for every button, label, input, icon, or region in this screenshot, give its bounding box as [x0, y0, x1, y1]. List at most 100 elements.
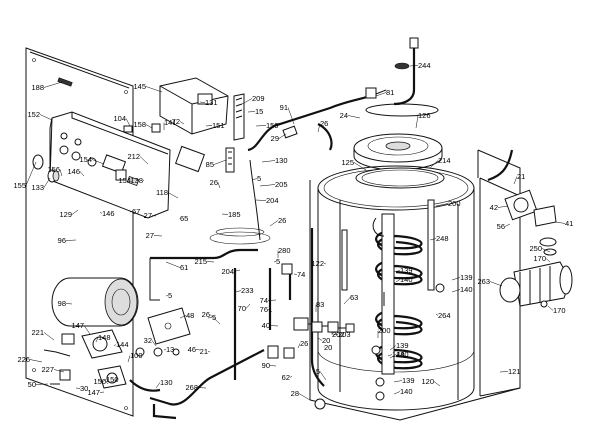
drain-pipe: [149, 349, 265, 420]
callout-24: 24: [340, 111, 361, 120]
callout-226: 226: [17, 355, 43, 364]
leader-line: [95, 337, 99, 343]
callout-28: 28: [291, 389, 311, 401]
callout-number: 212: [127, 152, 140, 161]
callout-number: 27: [144, 211, 152, 220]
callout-number: 159: [266, 121, 279, 130]
callout-number: 24: [340, 111, 348, 120]
callout-number: 146: [102, 209, 115, 218]
callout-number: 62: [282, 373, 290, 382]
callout-number: 21: [200, 347, 208, 356]
callout-170: 170: [533, 254, 551, 263]
callout-number: 126: [418, 111, 431, 120]
back-panel: [25, 47, 134, 417]
callout-number: 204: [266, 196, 279, 205]
callout-number: 139: [402, 376, 415, 385]
callout-number: 40: [262, 321, 270, 330]
leader-line: [433, 381, 441, 387]
leader-line: [353, 162, 367, 171]
callout-number: 76: [260, 305, 268, 314]
leader-line: [163, 349, 167, 351]
callout-13: 13: [163, 345, 174, 354]
callout-number: 158: [133, 120, 146, 129]
callout-154: 154: [118, 176, 133, 185]
callout-130: 130: [155, 378, 173, 389]
leader-line: [289, 375, 293, 378]
callout-41: 41: [555, 219, 573, 228]
callout-150: 150: [101, 375, 119, 384]
leader-line: [79, 171, 85, 177]
leader-line: [429, 238, 437, 241]
callout-138: 138: [130, 176, 145, 185]
leader-line: [209, 314, 221, 325]
leader-line: [319, 371, 327, 381]
callout-number: 90: [262, 361, 270, 370]
callout-268: 268: [185, 383, 207, 392]
leader-line: [129, 211, 133, 213]
leader-line: [29, 359, 43, 363]
leader-line: [259, 184, 276, 187]
callout-170: 170: [547, 305, 566, 315]
callout-26: 26: [210, 178, 221, 189]
leader-line: [39, 114, 53, 121]
leader-line: [323, 263, 327, 265]
leader-line: [142, 179, 145, 181]
leader-line: [125, 118, 131, 127]
callout-number: 215: [194, 257, 207, 266]
cylinder-lid: [353, 103, 445, 189]
callout-number: 141: [164, 118, 177, 127]
callout-number: 138: [130, 176, 143, 185]
leader-line: [43, 332, 55, 341]
leader-line: [207, 317, 213, 319]
callout-number: 129: [59, 210, 72, 219]
callout-264: 264: [435, 311, 451, 320]
callout-144: 144: [113, 340, 129, 349]
callout-152: 152: [27, 110, 53, 121]
callout-number: 13: [166, 345, 174, 354]
callout-154: 154: [79, 155, 105, 165]
leader-line: [435, 203, 449, 207]
leader-line: [71, 209, 79, 215]
callout-number: 30: [80, 384, 88, 393]
leader-line: [273, 261, 277, 263]
leader-line: [241, 98, 253, 105]
leader-line: [541, 248, 551, 253]
leader-line: [387, 354, 393, 357]
leader-line: [113, 344, 117, 347]
leader-line: [269, 365, 277, 367]
leader-line: [375, 92, 387, 97]
leader-line: [347, 115, 361, 119]
callout-26: 26: [269, 216, 286, 227]
leader-line: [65, 303, 73, 305]
leader-line: [393, 380, 403, 383]
leader-line: [269, 220, 279, 227]
callout-number: 118: [156, 188, 168, 197]
leader-line: [513, 176, 518, 185]
flow-pipework: [247, 37, 419, 241]
callout-number: 81: [386, 88, 394, 97]
callout-244: 244: [409, 61, 431, 70]
callout-number: 140: [396, 350, 409, 359]
leader-line: [35, 383, 49, 385]
leader-line: [267, 309, 273, 313]
leader-line: [489, 281, 503, 287]
expansion-vessel: [51, 277, 139, 327]
callout-204: 204: [255, 196, 279, 205]
callout-159: 159: [255, 121, 279, 130]
leader-line: [99, 211, 103, 214]
leader-line: [151, 215, 157, 217]
leader-line: [217, 182, 221, 189]
callout-5: 5: [207, 313, 216, 322]
callout-140: 140: [395, 275, 413, 284]
callout-number: 148: [98, 333, 111, 342]
callout-number: 74: [260, 296, 268, 305]
callout-62: 62: [282, 373, 293, 382]
callout-number: 244: [418, 61, 431, 70]
callout-85: 85: [206, 159, 227, 169]
callout-number: 56: [497, 222, 505, 231]
leader-line: [145, 124, 153, 129]
callout-number: 100: [130, 351, 143, 360]
pcb-housing: [123, 77, 245, 173]
callout-5: 5: [165, 291, 172, 300]
